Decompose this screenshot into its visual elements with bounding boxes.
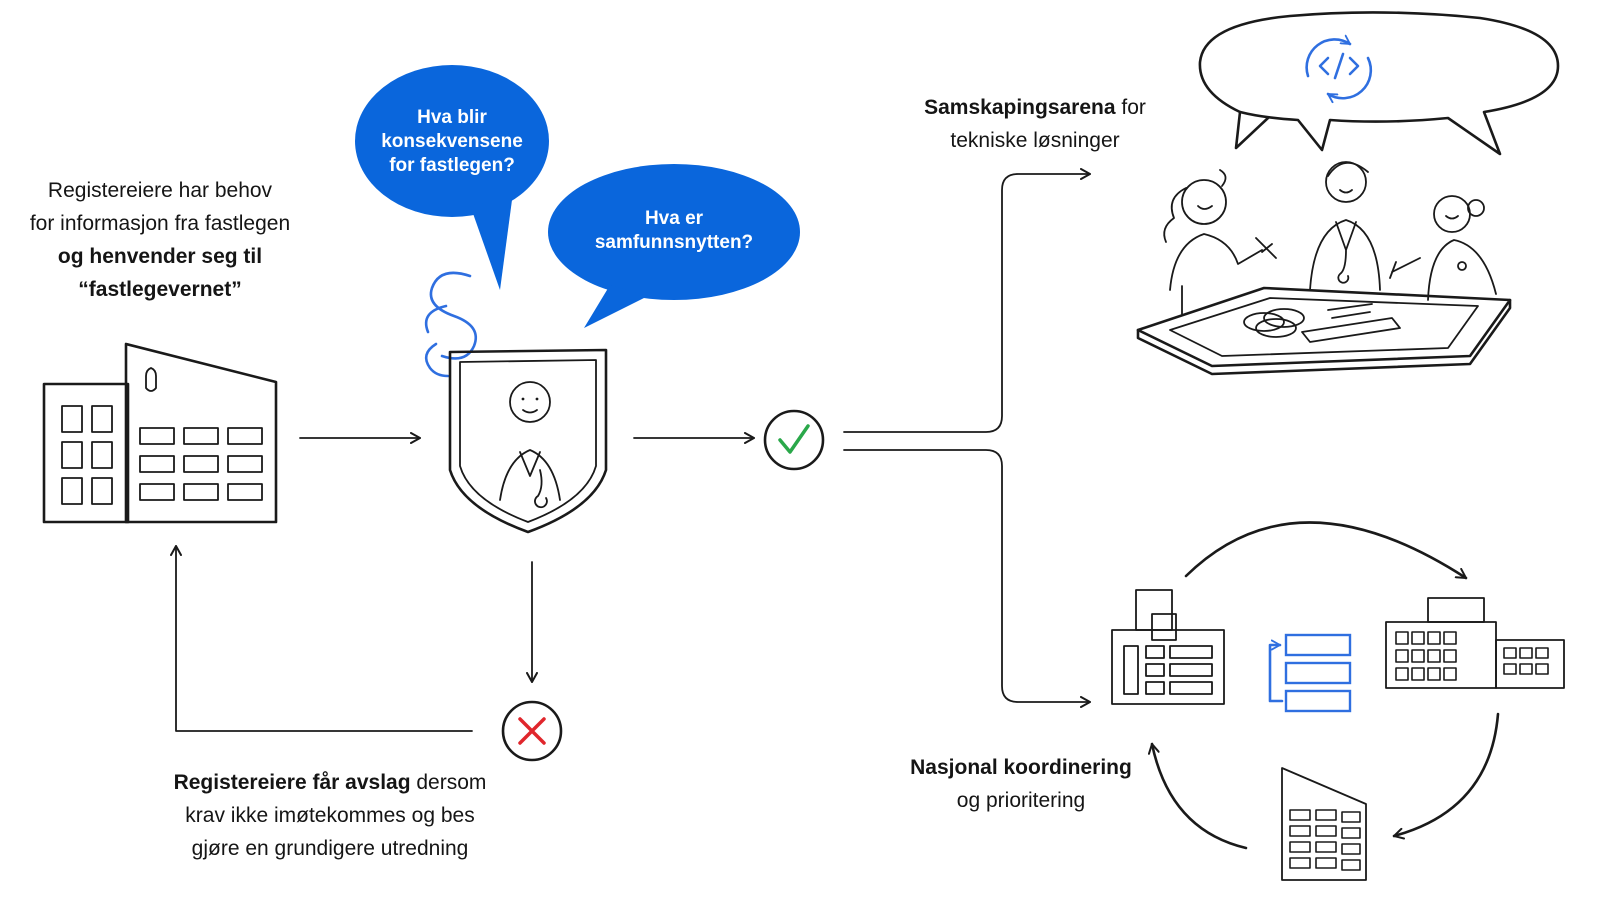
- arrow-back-to-registry: [170, 545, 473, 732]
- caption-line: og prioritering: [956, 789, 1086, 812]
- caption-bold: Registereiere får avslag: [173, 771, 411, 794]
- agency-building-right-icon: [1385, 597, 1565, 689]
- caption-rest: dersom: [410, 771, 487, 794]
- checkmark-icon: [763, 409, 825, 471]
- bubble-line: Hva er: [644, 208, 704, 229]
- speech-bubble-societal-benefit: [548, 164, 800, 328]
- cocreation-caption: Samskapingsarena for tekniske løsninger: [900, 91, 1170, 157]
- registry-need-caption: Registereiere har behov for informasjon …: [4, 174, 316, 306]
- caption-line: Samskapingsarena for: [900, 91, 1170, 124]
- thought-bubble: [1198, 11, 1560, 156]
- registry-building-icon: [42, 342, 278, 524]
- rejection-caption: Registereiere får avslag dersom krav ikk…: [150, 766, 510, 865]
- caption-line: tekniske løsninger: [950, 129, 1120, 152]
- caption-bold: Samskapingsarena: [924, 96, 1116, 119]
- speech-bubble-consequences: [355, 65, 549, 290]
- caption-line: og henvender seg til: [4, 240, 316, 273]
- caption-line: for informasjon fra fastlegen: [29, 212, 291, 235]
- person-middle: [1309, 161, 1381, 291]
- bubble-line: konsekvensene: [381, 131, 523, 152]
- caption-bold: Nasjonal koordinering: [910, 756, 1132, 779]
- priority-list-icon: [1268, 633, 1352, 713]
- collaboration-table: [1136, 286, 1512, 376]
- cycle-arrow-top: [1184, 521, 1468, 580]
- caption-bold: og henvender seg til: [57, 245, 263, 268]
- arrow-to-coordination: [843, 449, 1091, 708]
- bubble-benefit-text: Hva er samfunnsnytten?: [574, 207, 774, 255]
- person-left: [1163, 169, 1277, 315]
- caption-line: gjøre en grundigere utredning: [191, 837, 469, 860]
- person-right: [1389, 195, 1497, 301]
- arrow-to-cocreation: [843, 168, 1091, 433]
- caption-line: Registereiere får avslag dersom: [150, 766, 510, 799]
- bubble-line: for fastlegen?: [389, 155, 515, 176]
- code-sync-icon: [1305, 34, 1373, 104]
- agency-building-left-icon: [1111, 589, 1225, 705]
- cycle-arrow-left: [1147, 742, 1248, 850]
- bubble-line: Hva blir: [417, 107, 487, 128]
- paragraph-icon: [424, 271, 478, 378]
- coordination-caption: Nasjonal koordinering og prioritering: [896, 751, 1146, 817]
- cycle-arrow-right: [1392, 712, 1500, 840]
- bubble-line: samfunnsnytten?: [594, 232, 754, 253]
- bubble-consequences-text: Hva blir konsekvensene for fastlegen?: [372, 106, 532, 178]
- caption-line: Nasjonal koordinering: [896, 751, 1146, 784]
- caption-line: Registereiere har behov: [47, 179, 273, 202]
- caption-line: “fastlegevernet”: [4, 273, 316, 306]
- gp-guard-shield-icon: [448, 348, 608, 534]
- caption-bold: “fastlegevernet”: [78, 278, 242, 301]
- caption-line: krav ikke imøtekommes og bes: [185, 804, 475, 827]
- agency-building-bottom-icon: [1281, 767, 1367, 881]
- caption-rest: for: [1115, 96, 1146, 119]
- cross-icon: [501, 700, 563, 762]
